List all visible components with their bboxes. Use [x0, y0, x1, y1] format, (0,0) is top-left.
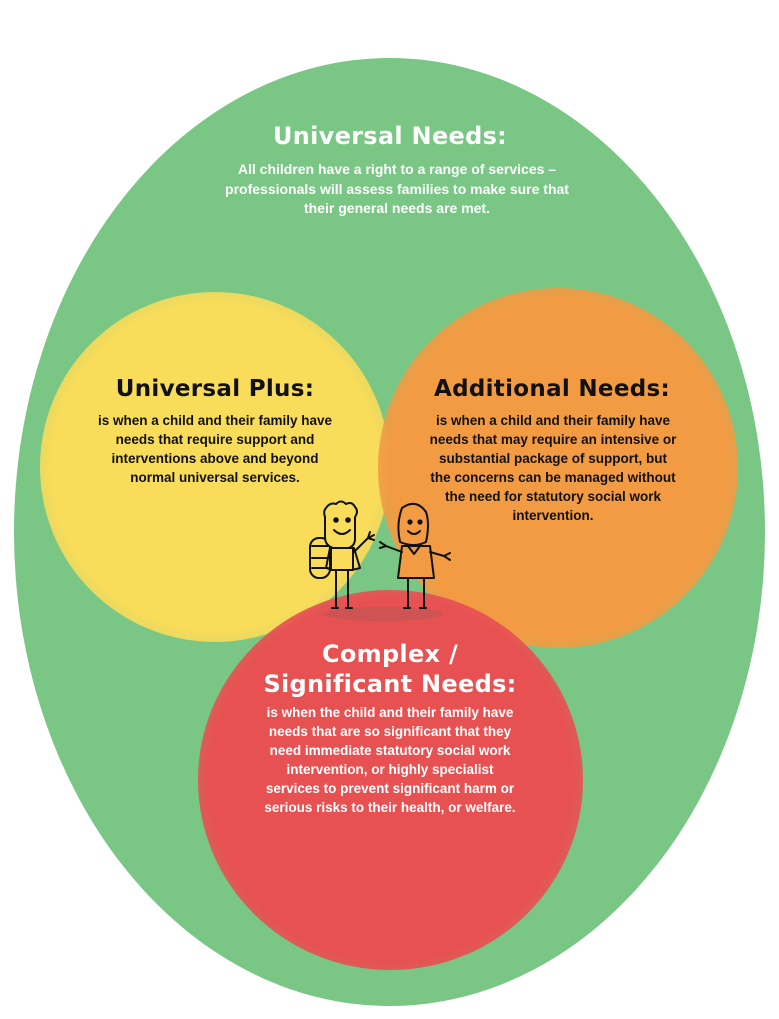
two-children-icon	[309, 500, 451, 621]
complex-needs-circle	[198, 590, 583, 970]
universal-needs-text: All children have a right to a range of …	[225, 161, 569, 216]
universal-needs-title: Universal Needs:	[272, 122, 508, 150]
complex-needs-title-line2: Significant Needs:	[263, 670, 517, 698]
universal-plus-title: Universal Plus:	[115, 376, 315, 402]
universal-plus-text: is when a child and their family have ne…	[97, 413, 333, 485]
additional-needs-title: Additional Needs:	[434, 376, 670, 402]
complex-needs-title-line1: Complex /	[321, 640, 459, 668]
additional-needs-text: is when a child and their family have ne…	[429, 413, 677, 523]
additional-needs-circle	[378, 288, 738, 648]
universal-plus-circle	[40, 292, 390, 642]
complex-needs-text: is when the child and their family have …	[264, 705, 516, 815]
